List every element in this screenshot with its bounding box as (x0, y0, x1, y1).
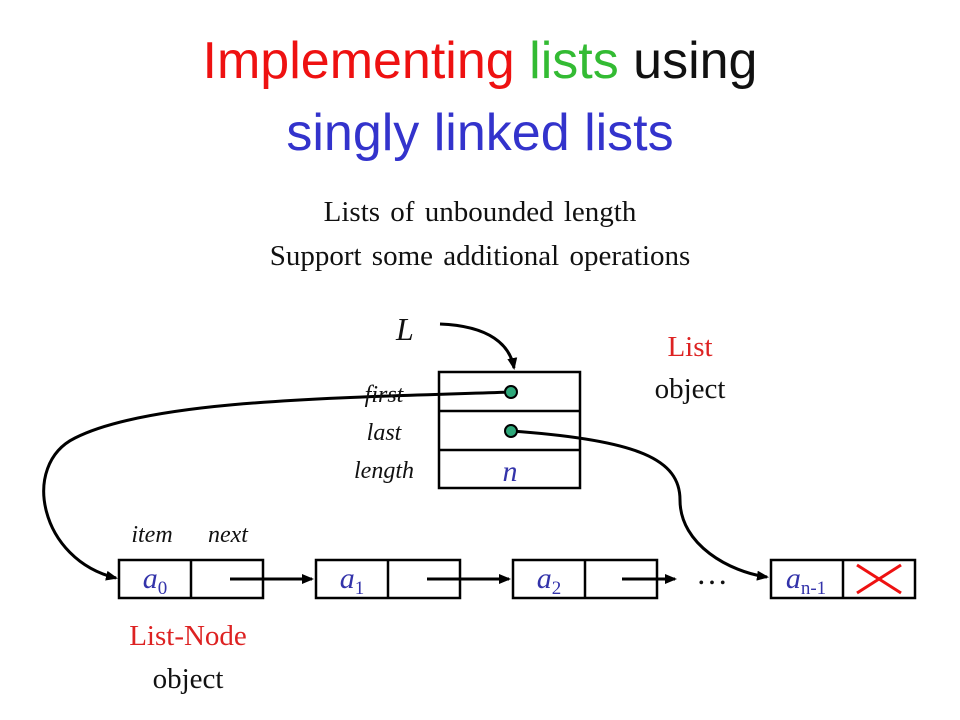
null-pointer-cross-icon (856, 563, 902, 595)
last-pointer-dot (504, 424, 518, 438)
node-a1-label: a1 (340, 562, 365, 599)
title-word-lists: lists (529, 32, 619, 90)
field-label-first: first (365, 382, 405, 408)
list-node-an-1: an-1 (769, 558, 917, 600)
list-object-caption-line-2: object (655, 373, 726, 405)
node-field-label-next: next (208, 522, 249, 548)
page-title-line-2: singly linked lists (286, 104, 674, 162)
title-word-using: using (633, 32, 758, 90)
title-word-implementing: Implementing (202, 32, 515, 90)
list-pointer-label: L (395, 311, 414, 347)
node-object-caption-line-2: object (153, 663, 224, 695)
node-a0-label: a0 (143, 562, 168, 599)
first-pointer-arrow (42, 390, 512, 581)
last-pointer-arrow (510, 429, 769, 581)
first-pointer-dot (504, 385, 518, 399)
field-label-last: last (367, 420, 403, 446)
list-object-caption-line-1: List (667, 331, 712, 363)
field-label-length: length (354, 458, 414, 484)
subtitle-line-2: Support some additional operations (269, 240, 691, 272)
ellipsis: … (696, 555, 728, 591)
node-an-1-label: an-1 (786, 562, 826, 599)
length-value: n (503, 455, 518, 488)
list-pointer-arrow (439, 322, 518, 370)
subtitle-line-1: Lists of unbounded length (323, 196, 637, 228)
node-field-label-item: item (131, 522, 172, 548)
node-object-caption-line-1: List-Node (129, 620, 247, 652)
page-title-line-1: Implementing lists using (0, 30, 960, 92)
node-a2-label: a2 (537, 562, 562, 599)
